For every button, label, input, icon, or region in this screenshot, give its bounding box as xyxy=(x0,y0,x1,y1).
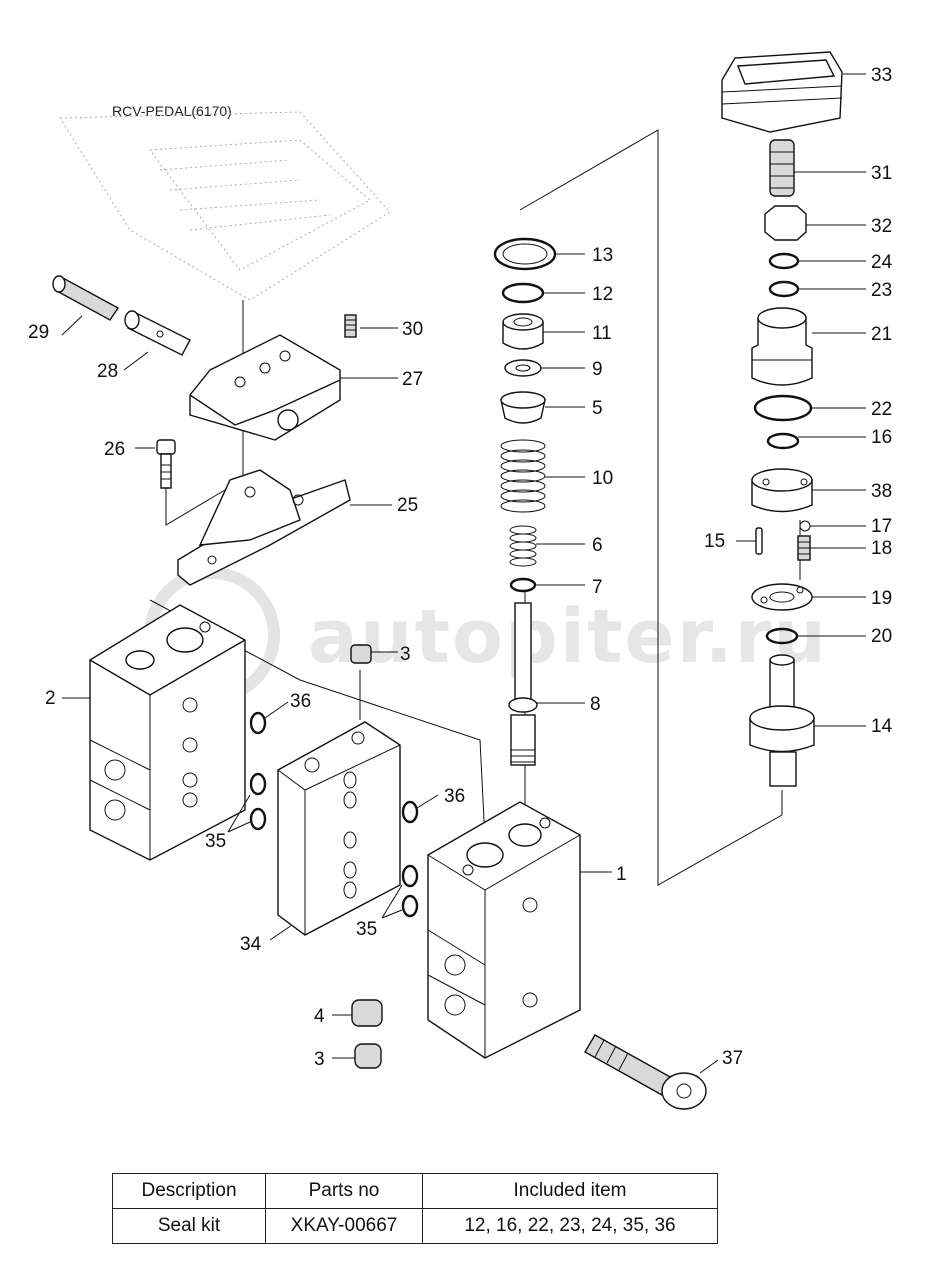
callout-30: 30 xyxy=(402,319,423,340)
cell-included-item: 12, 16, 22, 23, 24, 35, 36 xyxy=(422,1208,718,1244)
part-10-spring xyxy=(500,439,585,513)
part-3-plug-bottom xyxy=(332,1043,382,1069)
part-8-spool xyxy=(508,602,585,766)
part-25-base-plate xyxy=(177,469,392,586)
watermark-text: autopiter.ru xyxy=(308,594,828,680)
callout-35-right: 35 xyxy=(356,919,377,940)
part-12-o-ring xyxy=(501,282,585,304)
part-23-ring xyxy=(768,280,866,298)
header-parts-no: Parts no xyxy=(265,1173,423,1209)
part-9-washer xyxy=(504,359,585,377)
part-35-36-o-rings-left xyxy=(227,701,289,833)
callout-17: 17 xyxy=(871,516,892,537)
callout-36-left: 36 xyxy=(290,691,311,712)
callout-12: 12 xyxy=(592,284,613,305)
watermark: autopiter.ru xyxy=(144,567,828,703)
part-31-plunger xyxy=(769,139,866,197)
part-29-pin xyxy=(52,275,120,336)
callout-35-left: 35 xyxy=(205,831,226,852)
part-13-seal xyxy=(493,237,585,271)
header-description: Description xyxy=(112,1173,266,1209)
callout-6: 6 xyxy=(592,535,603,556)
callout-18: 18 xyxy=(871,538,892,559)
part-1-valve-body xyxy=(427,801,612,1059)
part-34-plate xyxy=(269,721,401,941)
callout-31: 31 xyxy=(871,163,892,184)
seal-kit-table: Description Parts no Included item Seal … xyxy=(112,1173,718,1244)
callout-labels: 1 2 3 3 4 5 6 7 8 9 10 11 12 13 14 15 16… xyxy=(28,65,893,1070)
callout-5: 5 xyxy=(592,398,603,419)
callout-7: 7 xyxy=(592,577,603,598)
callout-19: 19 xyxy=(871,588,892,609)
callout-24: 24 xyxy=(871,252,893,273)
part-14-piston xyxy=(749,654,866,787)
part-21-plug xyxy=(751,307,866,386)
part-2-valve-body xyxy=(62,604,246,861)
part-3-plug-top xyxy=(350,644,398,664)
callout-29: 29 xyxy=(28,322,49,343)
part-19-plate xyxy=(751,583,866,611)
callout-36-right: 36 xyxy=(444,786,465,807)
callout-3-bottom: 3 xyxy=(314,1049,325,1070)
part-11-bushing xyxy=(502,313,585,350)
callout-26: 26 xyxy=(104,439,125,460)
part-20-ring xyxy=(765,627,866,645)
part-30-set-screw xyxy=(344,314,398,338)
callout-32: 32 xyxy=(871,216,892,237)
callout-20: 20 xyxy=(871,626,892,647)
callout-3-top: 3 xyxy=(400,644,411,665)
diagram-title: RCV-PEDAL(6170) xyxy=(112,103,232,119)
part-16-o-ring xyxy=(766,432,866,450)
callout-15: 15 xyxy=(704,531,725,552)
callout-21: 21 xyxy=(871,324,892,345)
callout-28: 28 xyxy=(97,361,118,382)
part-15-pin xyxy=(736,527,763,555)
cell-description: Seal kit xyxy=(112,1208,266,1244)
part-18-spring xyxy=(797,535,866,561)
part-33-boot xyxy=(721,51,866,133)
part-17-ball xyxy=(799,520,866,532)
callout-34: 34 xyxy=(240,934,262,955)
part-7-washer xyxy=(509,577,585,593)
part-27-bracket xyxy=(189,334,398,441)
table-header-row: Description Parts no Included item xyxy=(112,1173,718,1209)
callout-22: 22 xyxy=(871,399,892,420)
callout-38: 38 xyxy=(871,481,892,502)
callout-23: 23 xyxy=(871,280,892,301)
callout-33: 33 xyxy=(871,65,892,86)
callout-37: 37 xyxy=(722,1048,743,1069)
callout-2: 2 xyxy=(45,688,56,709)
callout-25: 25 xyxy=(397,495,418,516)
callout-10: 10 xyxy=(592,468,613,489)
callout-9: 9 xyxy=(592,359,603,380)
part-38-cap xyxy=(751,468,866,513)
callout-16: 16 xyxy=(871,427,892,448)
part-26-bolt xyxy=(135,439,176,489)
part-6-spring xyxy=(509,525,585,567)
part-5-spring-seat xyxy=(500,391,585,424)
callout-4: 4 xyxy=(314,1006,325,1027)
cell-parts-no: XKAY-00667 xyxy=(265,1208,423,1244)
part-37-bolt xyxy=(584,1034,719,1110)
part-35-36-o-rings-right xyxy=(381,794,439,919)
header-included-item: Included item xyxy=(422,1173,718,1209)
callout-8: 8 xyxy=(590,694,601,715)
callout-1: 1 xyxy=(616,864,627,885)
part-4-plug xyxy=(332,999,383,1027)
part-28-bushing xyxy=(123,310,191,371)
callout-27: 27 xyxy=(402,369,423,390)
callout-14: 14 xyxy=(871,716,893,737)
callout-11: 11 xyxy=(592,323,612,344)
callout-13: 13 xyxy=(592,245,613,266)
part-22-o-ring xyxy=(753,394,866,422)
table-row: Seal kit XKAY-00667 12, 16, 22, 23, 24, … xyxy=(112,1208,718,1244)
part-24-ring xyxy=(768,252,866,270)
pedal-outline xyxy=(59,111,391,301)
part-32-nut xyxy=(764,205,866,241)
